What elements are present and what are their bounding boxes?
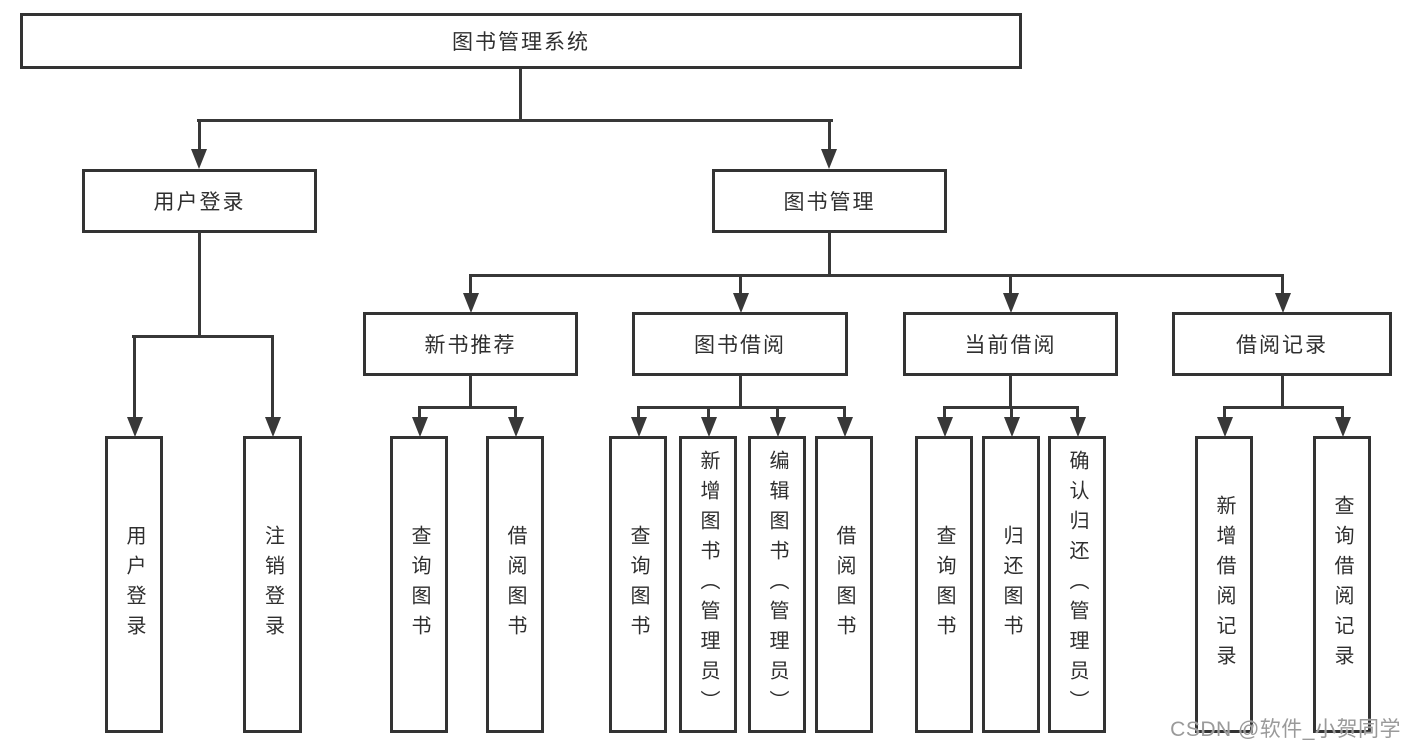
connector-line — [943, 406, 946, 419]
leaf-borrow-books-borrowing: 借阅图书 — [815, 436, 873, 733]
leaf-edit-book-admin: 编辑图书（管理员） — [748, 436, 806, 733]
node-borrowing-records: 借阅记录 — [1172, 312, 1392, 376]
node-book-management: 图书管理 — [712, 169, 947, 233]
connector-line — [519, 69, 522, 120]
watermark-text: CSDN @软件_小贺同学 — [1170, 718, 1401, 741]
arrow-down-icon — [508, 417, 524, 437]
connector-line — [469, 274, 1283, 277]
arrow-down-icon — [1004, 417, 1020, 437]
connector-line — [198, 119, 201, 152]
arrow-down-icon — [127, 417, 143, 437]
arrow-down-icon — [837, 417, 853, 437]
connector-line — [739, 375, 742, 408]
connector-line — [828, 232, 831, 276]
leaf-query-books-current: 查询图书 — [915, 436, 973, 733]
leaf-user-login: 用户登录 — [105, 436, 163, 733]
connector-line — [418, 406, 421, 419]
leaf-borrow-books-recommend: 借阅图书 — [486, 436, 544, 733]
arrow-down-icon — [631, 417, 647, 437]
connector-line — [1341, 406, 1344, 419]
node-user-login: 用户登录 — [82, 169, 317, 233]
arrow-down-icon — [821, 149, 837, 169]
arrow-down-icon — [1217, 417, 1233, 437]
connector-line — [1223, 406, 1344, 409]
arrow-down-icon — [265, 417, 281, 437]
connector-line — [843, 406, 846, 419]
connector-line — [637, 406, 640, 419]
arrow-down-icon — [770, 417, 786, 437]
connector-line — [197, 119, 833, 122]
leaf-add-book-admin: 新增图书（管理员） — [679, 436, 737, 733]
arrow-down-icon — [937, 417, 953, 437]
arrow-down-icon — [463, 293, 479, 313]
leaf-add-borrowing-record: 新增借阅记录 — [1195, 436, 1253, 733]
connector-line — [637, 406, 846, 409]
arrow-down-icon — [412, 417, 428, 437]
node-book-borrowing: 图书借阅 — [632, 312, 848, 376]
node-library-system: 图书管理系统 — [20, 13, 1022, 69]
connector-line — [1281, 274, 1284, 295]
connector-line — [132, 335, 274, 338]
arrow-down-icon — [1003, 293, 1019, 313]
connector-line — [198, 232, 201, 337]
node-current-borrowing: 当前借阅 — [903, 312, 1118, 376]
connector-line — [1009, 274, 1012, 295]
connector-line — [418, 406, 517, 409]
leaf-logout-login: 注销登录 — [243, 436, 302, 733]
arrow-down-icon — [1335, 417, 1351, 437]
connector-line — [1010, 406, 1013, 419]
connector-line — [776, 406, 779, 419]
connector-line — [469, 274, 472, 295]
node-new-book-recommendation: 新书推荐 — [363, 312, 578, 376]
connector-line — [1009, 375, 1012, 408]
connector-line — [469, 375, 472, 408]
arrow-down-icon — [733, 293, 749, 313]
arrow-down-icon — [1275, 293, 1291, 313]
connector-line — [1281, 375, 1284, 408]
leaf-return-books: 归还图书 — [982, 436, 1040, 733]
connector-line — [1223, 406, 1226, 419]
leaf-query-borrowing-record: 查询借阅记录 — [1313, 436, 1371, 733]
connector-line — [707, 406, 710, 419]
leaf-confirm-return-admin: 确认归还（管理员） — [1048, 436, 1106, 733]
connector-line — [1076, 406, 1079, 419]
connector-line — [133, 335, 136, 419]
connector-line — [828, 119, 831, 152]
leaf-query-books-borrowing: 查询图书 — [609, 436, 667, 733]
connector-line — [514, 406, 517, 419]
connector-line — [739, 274, 742, 295]
arrow-down-icon — [1070, 417, 1086, 437]
arrow-down-icon — [701, 417, 717, 437]
leaf-query-books-recommend: 查询图书 — [390, 436, 448, 733]
connector-line — [271, 335, 274, 419]
arrow-down-icon — [191, 149, 207, 169]
